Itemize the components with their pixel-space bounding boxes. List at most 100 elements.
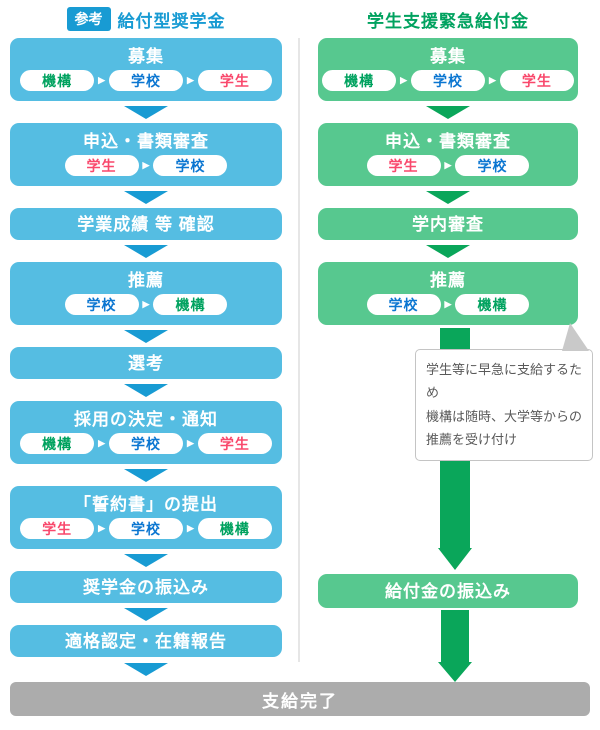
step-title: 学業成績 等 確認: [77, 214, 215, 234]
arrow-down-icon: [124, 329, 168, 343]
actor-pill-gakkou: 学校: [109, 70, 183, 91]
flow-connector: [318, 101, 578, 123]
actor-pill-gakusei: 学生: [366, 155, 441, 176]
callout-tail-icon: [562, 323, 589, 351]
step-title: 奨学金の振込み: [83, 577, 209, 597]
triangle-right-icon: ▶: [489, 75, 496, 85]
arrow-down-icon: [124, 468, 168, 482]
step-recommendation: 推薦 学校 ▶ 機構: [10, 262, 282, 325]
flow-connector: [10, 101, 282, 123]
flow-connector: [318, 186, 578, 208]
arrow-down-icon: [124, 105, 168, 119]
callout-line: 推薦を受け付け: [426, 432, 518, 448]
triangle-right-icon: ▶: [98, 75, 105, 85]
step-title: 推薦: [128, 271, 164, 290]
triangle-right-icon: ▶: [444, 160, 452, 170]
step-title: 採用の決定・通知: [74, 410, 218, 429]
actor-pill-kikou: 機構: [20, 70, 95, 91]
triangle-right-icon: ▶: [187, 75, 194, 85]
actor-pill-gakkou: 学校: [366, 294, 441, 315]
actor-pill-kikou: 機構: [20, 433, 95, 454]
callout-line: 機構は随時、大学等からの: [426, 408, 583, 424]
step-application-review: 申込・書類審査 学生 ▶ 学校: [10, 123, 282, 186]
actor-pill-gakusei: 学生: [499, 70, 574, 91]
actor-pill-row: 機構 ▶ 学校 ▶ 学生: [20, 433, 272, 454]
flow-connector: [10, 186, 282, 208]
arrow-down-icon: [124, 190, 168, 204]
actor-pill-row: 学生 ▶ 学校: [64, 155, 228, 176]
final-flow-arrow: [318, 608, 578, 682]
column-divider: [298, 38, 300, 662]
flow-connector: [10, 603, 282, 625]
step-recommendation: 推薦 学校 ▶ 機構: [318, 262, 578, 325]
flow-connector: [10, 657, 282, 682]
triangle-right-icon: ▶: [444, 299, 452, 309]
left-column-header: 参考 給付型奨学金: [10, 0, 282, 38]
actor-pill-gakkou: 学校: [109, 518, 183, 539]
actor-pill-row: 学生 ▶ 学校: [366, 155, 530, 176]
arrow-down-icon: [438, 548, 472, 570]
arrow-down-icon: [426, 190, 470, 204]
step-grade-check: 学業成績 等 確認: [10, 208, 282, 240]
step-title: 選考: [128, 353, 164, 373]
actor-pill-gakkou: 学校: [64, 294, 139, 315]
step-pledge-submission: 「誓約書」の提出 学生 ▶ 学校 ▶ 機構: [10, 486, 282, 549]
long-flow-arrow: 学生等に早急に支給するため 機構は随時、大学等からの 推薦を受け付け: [318, 323, 593, 574]
actor-pill-gakkou: 学校: [109, 433, 183, 454]
actor-pill-row: 機構 ▶ 学校 ▶ 学生: [20, 70, 272, 91]
triangle-right-icon: ▶: [400, 75, 407, 85]
step-title: 募集: [128, 47, 164, 66]
actor-pill-row: 機構 ▶ 学校 ▶ 学生: [322, 70, 574, 91]
flow-connector: [10, 464, 282, 486]
right-column-header: 学生支援緊急給付金: [318, 0, 578, 38]
callout-line: 学生等に早急に支給するため: [426, 362, 583, 401]
actor-pill-kikou: 機構: [153, 294, 228, 315]
step-internal-review: 学内審査: [318, 208, 578, 240]
flow-connector: [10, 549, 282, 571]
step-benefit-transfer: 給付金の振込み: [318, 574, 578, 608]
actor-pill-gakusei: 学生: [20, 518, 95, 539]
left-column-title: 給付型奨学金: [117, 11, 226, 31]
step-title: 申込・書類審査: [83, 132, 209, 151]
actor-pill-row: 学校 ▶ 機構: [64, 294, 228, 315]
triangle-right-icon: ▶: [187, 523, 194, 533]
flow-connector: [318, 240, 578, 262]
actor-pill-gakusei: 学生: [64, 155, 139, 176]
step-decision-notice: 採用の決定・通知 機構 ▶ 学校 ▶ 学生: [10, 401, 282, 464]
scholarship-flow-column: 参考 給付型奨学金 募集 機構 ▶ 学校 ▶ 学生 申込・書類審査 学生 ▶ 学…: [10, 0, 282, 682]
recommendation-note-callout: 学生等に早急に支給するため 機構は随時、大学等からの 推薦を受け付け: [415, 323, 593, 461]
step-title: 募集: [430, 47, 466, 66]
step-title: 申込・書類審査: [385, 132, 511, 151]
right-column-title: 学生支援緊急給付金: [367, 11, 529, 31]
flow-connector: [10, 379, 282, 401]
actor-pill-gakusei: 学生: [197, 70, 272, 91]
step-recruitment: 募集 機構 ▶ 学校 ▶ 学生: [318, 38, 578, 101]
triangle-right-icon: ▶: [187, 438, 194, 448]
step-title: 学内審査: [412, 214, 484, 234]
arrow-down-icon: [426, 105, 470, 119]
arrow-shaft: [441, 610, 469, 662]
reference-badge: 参考: [66, 7, 111, 31]
triangle-right-icon: ▶: [142, 160, 150, 170]
step-title: 推薦: [430, 271, 466, 290]
step-title: 適格認定・在籍報告: [65, 631, 227, 651]
actor-pill-kikou: 機構: [455, 294, 530, 315]
arrow-down-icon: [124, 383, 168, 397]
actor-pill-row: 学生 ▶ 学校 ▶ 機構: [20, 518, 272, 539]
step-selection: 選考: [10, 347, 282, 379]
step-recruitment: 募集 機構 ▶ 学校 ▶ 学生: [10, 38, 282, 101]
payment-complete-bar: 支給完了: [10, 682, 590, 716]
actor-pill-kikou: 機構: [322, 70, 397, 91]
arrow-down-icon: [124, 607, 168, 621]
step-eligibility-report: 適格認定・在籍報告: [10, 625, 282, 657]
arrow-down-icon: [426, 244, 470, 258]
step-application-review: 申込・書類審査 学生 ▶ 学校: [318, 123, 578, 186]
triangle-right-icon: ▶: [142, 299, 150, 309]
step-title: 「誓約書」の提出: [74, 495, 218, 514]
actor-pill-gakkou: 学校: [455, 155, 530, 176]
step-title: 給付金の振込み: [385, 581, 511, 601]
actor-pill-gakusei: 学生: [197, 433, 272, 454]
flow-connector: [10, 325, 282, 347]
arrow-down-icon: [438, 662, 472, 682]
actor-pill-kikou: 機構: [197, 518, 272, 539]
